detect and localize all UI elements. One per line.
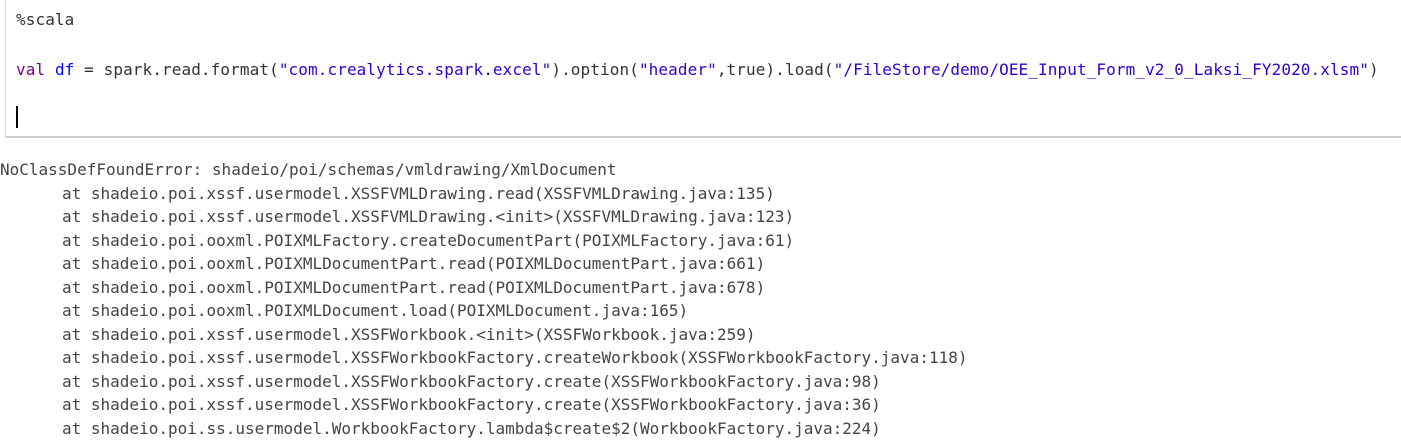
- stack-frame: at shadeio.poi.ooxml.POIXMLDocumentPart.…: [62, 254, 766, 273]
- code-text: spark.read.format(: [103, 60, 279, 79]
- string-literal: "com.crealytics.spark.excel": [278, 60, 552, 79]
- stack-frame: at shadeio.poi.xssf.usermodel.XSSFWorkbo…: [62, 371, 881, 391]
- code-text: ): [1368, 60, 1379, 79]
- code-text: =: [74, 60, 104, 79]
- stack-frame: at shadeio.poi.ooxml.POIXMLDocumentPart.…: [62, 277, 766, 297]
- code-text: ).option(: [551, 60, 639, 79]
- error-message: NoClassDefFoundError: shadeio/poi/schema…: [0, 160, 617, 179]
- code-cell-editor[interactable]: %scala val df = spark.read.format("com.c…: [5, 0, 1401, 138]
- text-cursor: [16, 106, 18, 128]
- keyword: val: [16, 60, 46, 79]
- stack-frame: at shadeio.poi.ooxml.POIXMLFactory.creat…: [62, 230, 795, 250]
- stack-frame: at shadeio.poi.xssf.usermodel.XSSFWorkbo…: [62, 348, 968, 367]
- string-literal: "header": [638, 60, 717, 79]
- stack-frame: at shadeio.poi.xssf.usermodel.XSSFVMLDra…: [62, 207, 795, 226]
- stack-frame: at shadeio.poi.xssf.usermodel.XSSFWorkbo…: [62, 324, 756, 344]
- code-line: val df = spark.read.format("com.crealyti…: [16, 60, 1379, 79]
- magic-command: %scala: [16, 10, 75, 29]
- variable: df: [54, 60, 75, 79]
- stack-frame: at shadeio.poi.xssf.usermodel.XSSFWorkbo…: [62, 395, 881, 414]
- stack-frame: at shadeio.poi.ss.usermodel.WorkbookFact…: [62, 418, 881, 438]
- string-literal: "/FileStore/demo/OEE_Input_Form_v2_0_Lak…: [833, 60, 1369, 79]
- stack-frame: at shadeio.poi.ooxml.POIXMLDocument.load…: [62, 301, 689, 320]
- cell-output: NoClassDefFoundError: shadeio/poi/schema…: [0, 158, 1401, 440]
- stack-frame: at shadeio.poi.xssf.usermodel.XSSFVMLDra…: [62, 183, 775, 203]
- code-text: ,true).load(: [716, 60, 834, 79]
